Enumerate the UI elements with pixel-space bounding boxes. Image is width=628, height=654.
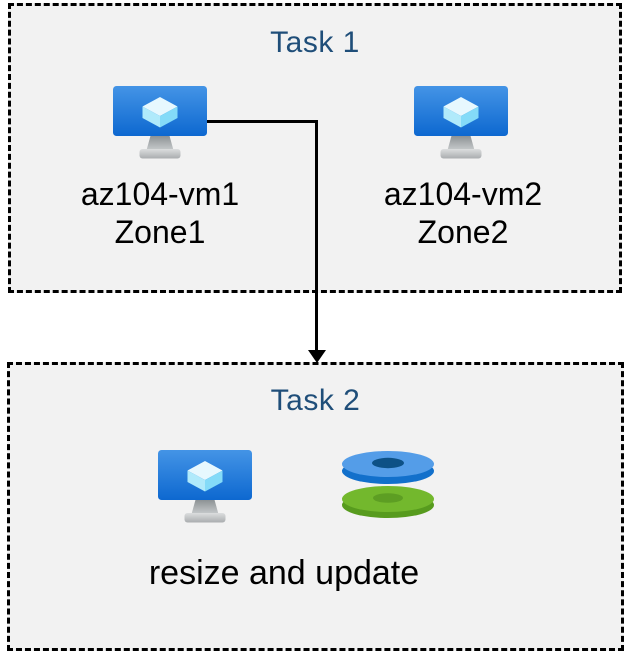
connector-horizontal-segment [207, 120, 317, 123]
vm1-zone: Zone1 [114, 214, 206, 250]
disks-icon [338, 444, 438, 524]
vm2-name: az104-vm2 [383, 176, 543, 212]
vm1-label: az104-vm1 Zone1 [35, 175, 285, 251]
virtual-machine-icon [158, 450, 252, 526]
virtual-machine-icon [414, 86, 508, 162]
task1-title: Task 1 [270, 26, 360, 59]
vm2-zone: Zone2 [417, 214, 509, 250]
task2-title: Task 2 [270, 384, 361, 417]
arrow-down-icon [308, 350, 326, 363]
virtual-machine-icon [113, 86, 207, 162]
vm1-name: az104-vm1 [80, 176, 240, 212]
task2-panel [7, 362, 624, 651]
connector-vertical-segment [315, 120, 318, 351]
vm2-label: az104-vm2 Zone2 [338, 175, 588, 251]
task2-caption: resize and update [148, 554, 420, 592]
